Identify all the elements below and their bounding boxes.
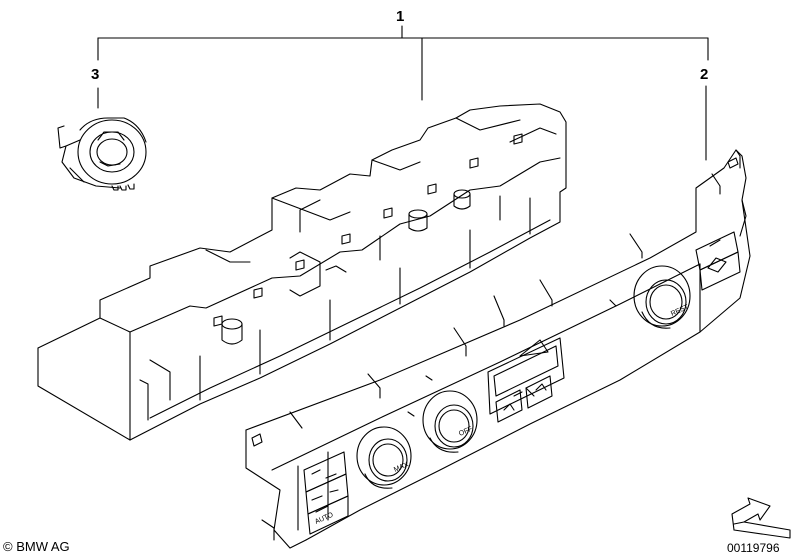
callout-leader-lines (97, 25, 709, 161)
direction-arrow-icon (731, 497, 791, 539)
housing-frame-part-1 (37, 103, 567, 441)
callout-number-2: 2 (700, 66, 709, 83)
copyright-notice: © BMW AG (3, 539, 70, 554)
brand-name: BMW AG (16, 539, 70, 554)
callout-number-1: 1 (396, 8, 405, 25)
rotary-switch-part-3 (57, 117, 147, 191)
rest-knob-label: REST (670, 304, 691, 318)
control-panel-part-2 (245, 149, 751, 549)
diagram-number: 00119796 (727, 541, 780, 555)
copyright-symbol: © (3, 539, 13, 554)
max-knob-label: MAX (393, 461, 410, 474)
callout-number-3: 3 (91, 66, 100, 83)
